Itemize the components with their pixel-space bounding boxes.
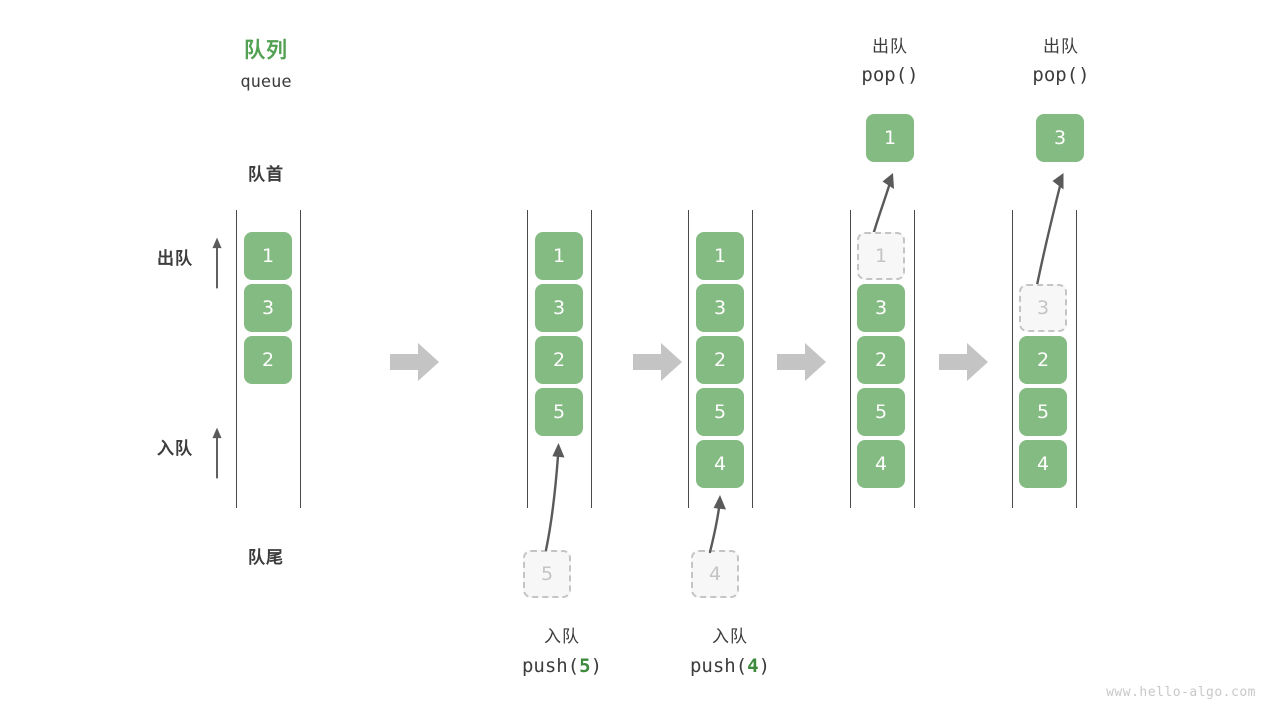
code-prefix: push( — [689, 655, 748, 677]
queue-head-label: 队首 — [248, 165, 284, 185]
queue-rail-left-stage-2 — [688, 210, 689, 508]
queue-rail-right-stage-4 — [1076, 210, 1077, 508]
queue-cell: 4 — [857, 440, 905, 488]
popped-ghost-cell: 1 — [857, 232, 905, 280]
queue-cell: 1 — [535, 232, 583, 280]
diagram-title-en: queue — [240, 72, 292, 92]
code-number: 5 — [579, 655, 591, 677]
enqueue-direction-arrow-icon — [212, 427, 222, 479]
queue-cell: 3 — [535, 284, 583, 332]
stage-caption-cn: 出队 — [1043, 37, 1079, 57]
queue-rail-right-stage-0 — [300, 210, 301, 508]
incoming-ghost-cell: 4 — [691, 550, 739, 598]
queue-rail-left-stage-0 — [236, 210, 237, 508]
queue-cell: 2 — [1019, 336, 1067, 384]
stage-transition-arrow-icon — [777, 343, 826, 381]
popped-cell: 1 — [866, 114, 914, 162]
stage-transition-arrow-icon — [939, 343, 988, 381]
queue-cell: 5 — [1019, 388, 1067, 436]
queue-cell: 2 — [535, 336, 583, 384]
queue-rail-left-stage-1 — [527, 210, 528, 508]
code-suffix: ) — [758, 655, 771, 677]
queue-rail-right-stage-2 — [752, 210, 753, 508]
diagram-title-cn: 队列 — [244, 38, 288, 62]
dequeue-direction-arrow-icon — [212, 237, 222, 289]
stage-caption-cn: 入队 — [544, 627, 580, 647]
queue-cell: 2 — [244, 336, 292, 384]
stage-caption-code: push(5) — [487, 655, 637, 677]
site-watermark: www.hello-algo.com — [1106, 685, 1256, 700]
queue-cell: 3 — [696, 284, 744, 332]
queue-rail-left-stage-4 — [1012, 210, 1013, 508]
incoming-ghost-cell: 5 — [523, 550, 571, 598]
queue-cell: 4 — [1019, 440, 1067, 488]
queue-cell: 5 — [696, 388, 744, 436]
code-number: 4 — [747, 655, 759, 677]
queue-rail-right-stage-1 — [591, 210, 592, 508]
code-prefix: push( — [521, 655, 580, 677]
queue-cell: 5 — [857, 388, 905, 436]
queue-tail-label: 队尾 — [248, 548, 284, 568]
popped-ghost-cell: 3 — [1019, 284, 1067, 332]
stage-caption-code: pop() — [1032, 64, 1090, 86]
queue-cell: 1 — [244, 232, 292, 280]
queue-cell: 2 — [696, 336, 744, 384]
stage-caption-code: push(4) — [655, 655, 805, 677]
queue-rail-left-stage-3 — [850, 210, 851, 508]
enqueue-curve-arrow-icon — [708, 495, 726, 554]
queue-cell-new: 4 — [696, 440, 744, 488]
stage-transition-arrow-icon — [390, 343, 439, 381]
stage-transition-arrow-icon — [633, 343, 682, 381]
enqueue-curve-arrow-icon — [544, 443, 565, 552]
stage-caption-cn: 入队 — [712, 627, 748, 647]
popped-cell: 3 — [1036, 114, 1084, 162]
queue-rail-right-stage-3 — [914, 210, 915, 508]
queue-cell: 3 — [244, 284, 292, 332]
queue-cell-new: 5 — [535, 388, 583, 436]
enqueue-annotation-label: 入队 — [157, 439, 193, 459]
dequeue-annotation-label: 出队 — [157, 249, 193, 269]
code-suffix: ) — [590, 655, 603, 677]
stage-caption-code: pop() — [861, 64, 919, 86]
stage-caption-cn: 出队 — [872, 37, 908, 57]
queue-cell: 2 — [857, 336, 905, 384]
queue-cell: 3 — [857, 284, 905, 332]
queue-cell: 1 — [696, 232, 744, 280]
